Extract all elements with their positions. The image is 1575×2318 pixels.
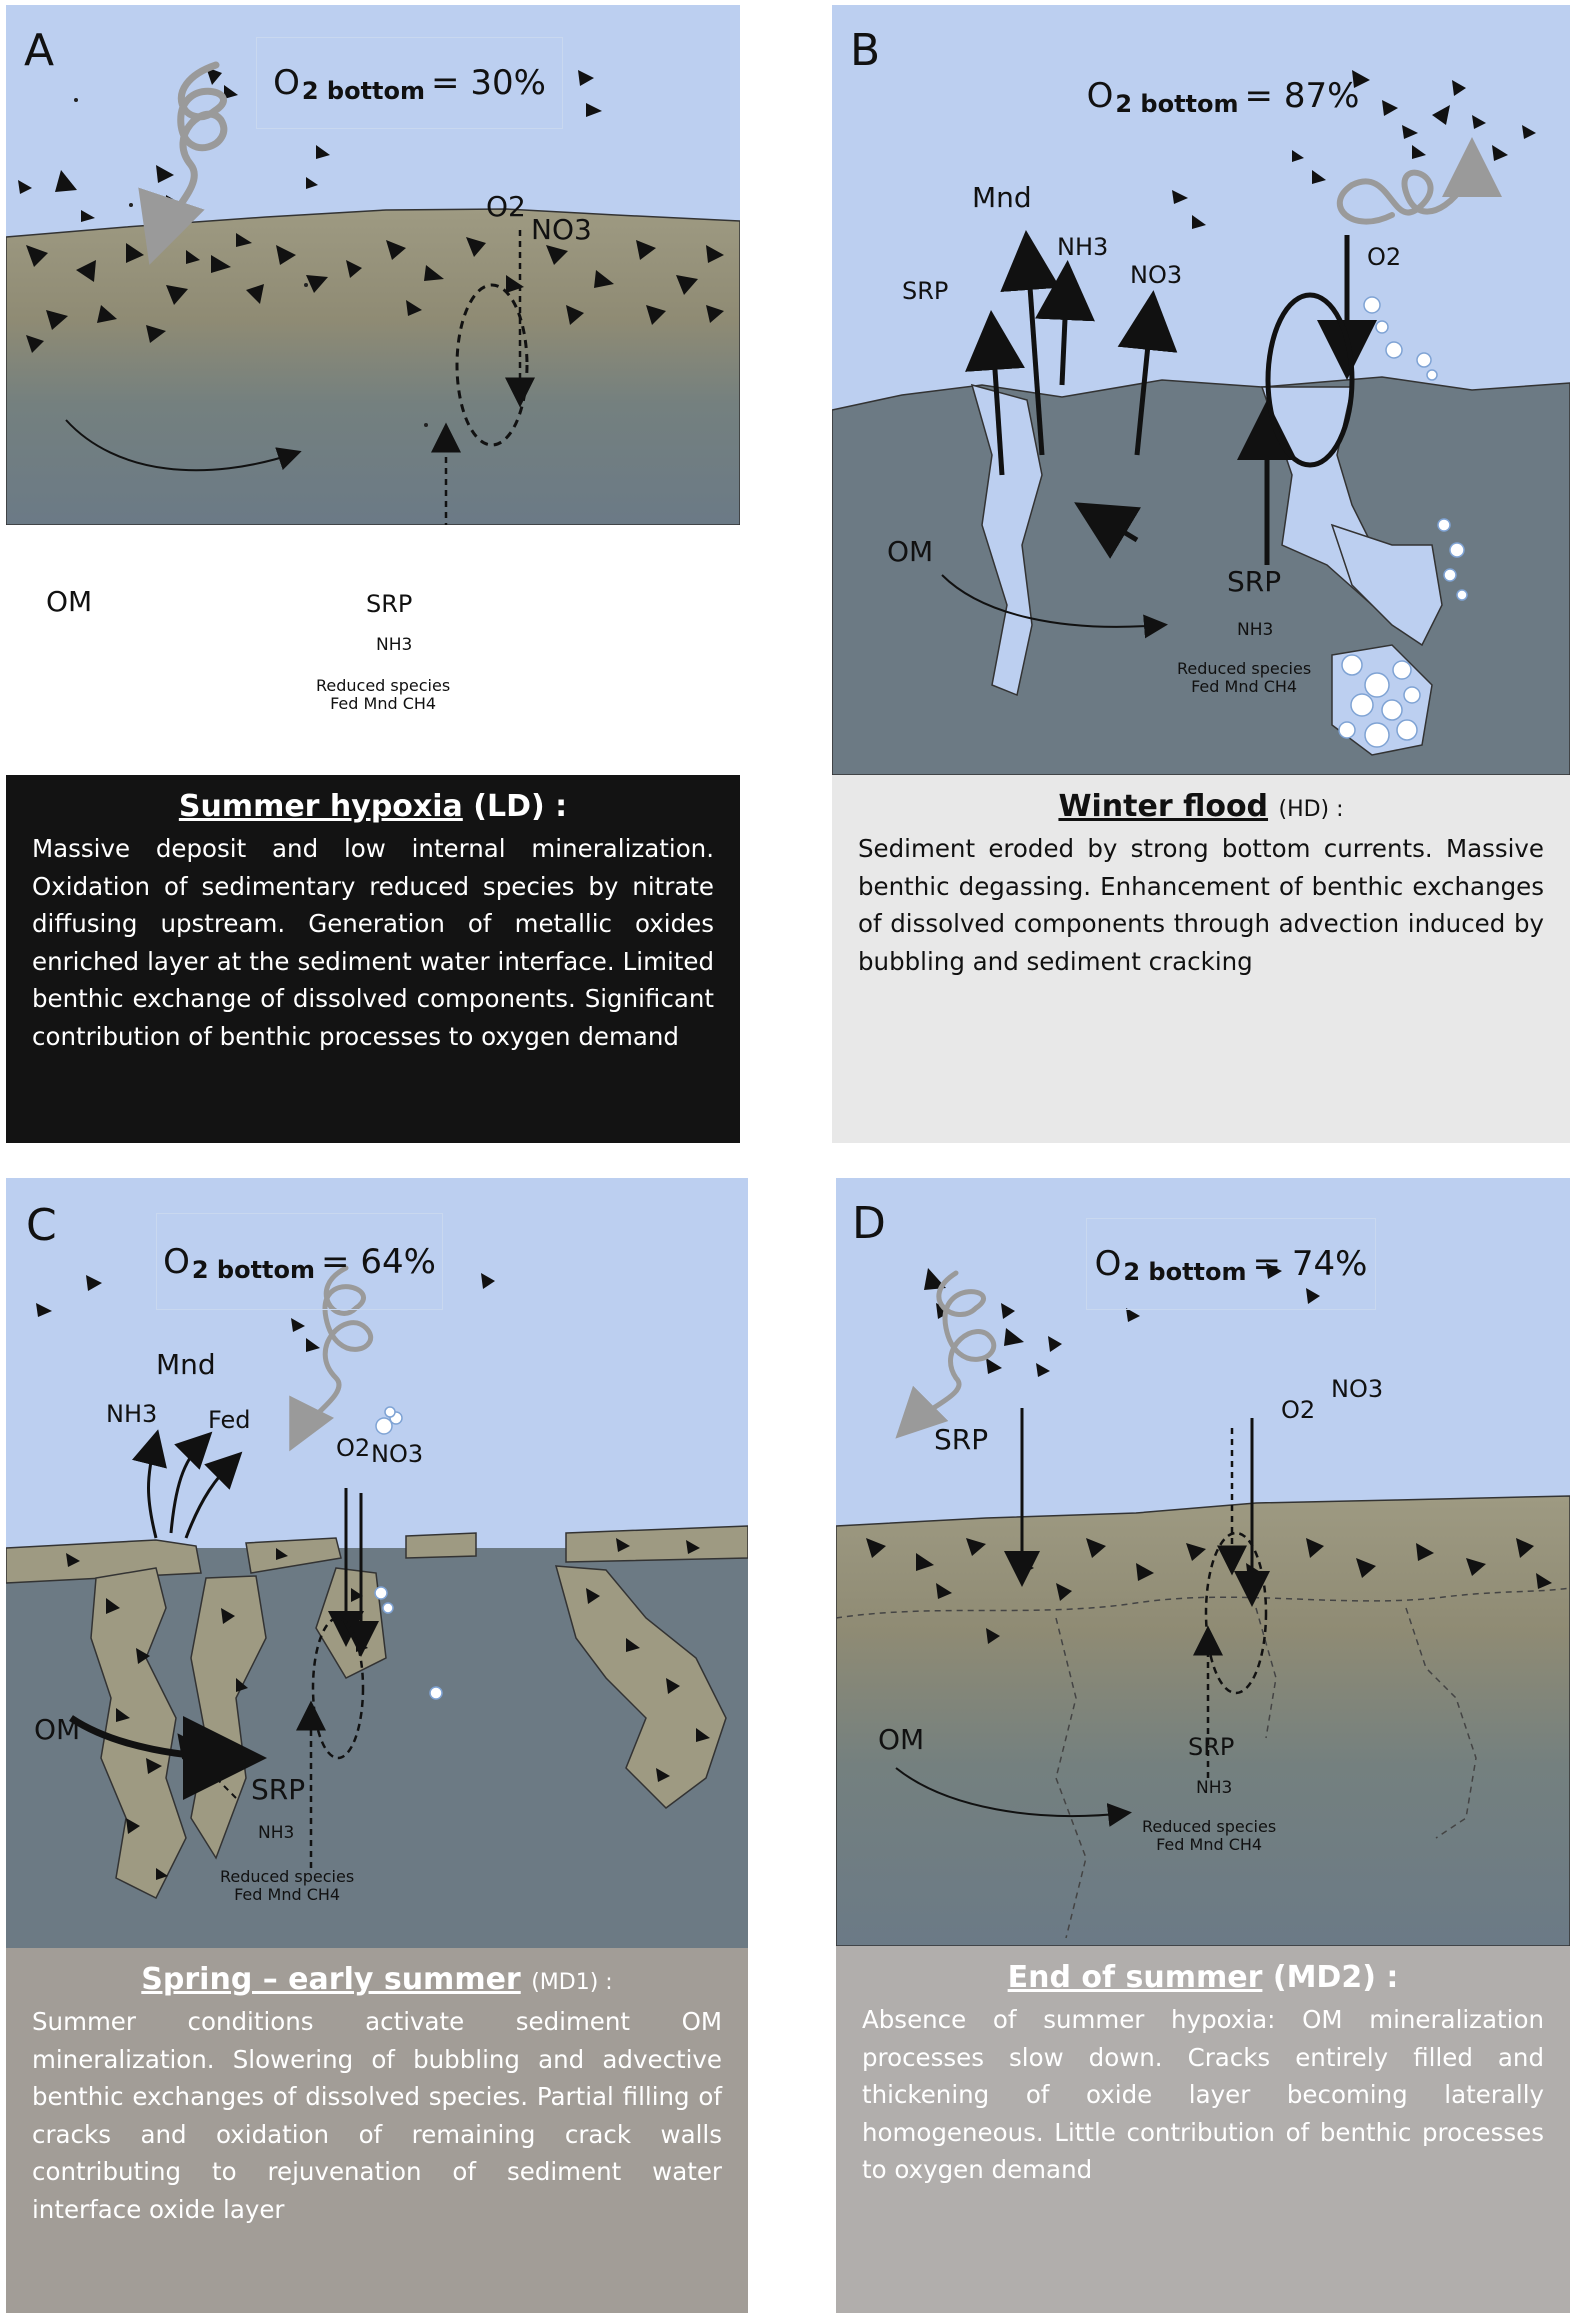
sediment-particles xyxy=(26,233,724,353)
nh3-label-deep: NH3 xyxy=(258,1823,295,1843)
om-label: OM xyxy=(887,535,934,568)
caption-title: Spring – early summer xyxy=(141,1962,521,1997)
no3-label: NO3 xyxy=(371,1440,424,1468)
caption-abbr: (MD1) : xyxy=(531,1970,613,1995)
om-label: OM xyxy=(34,1713,81,1746)
panel-b-illustration xyxy=(832,5,1570,775)
fed-label: Fed xyxy=(208,1406,251,1434)
reduced-species-label: Reduced species Fed Mnd CH4 xyxy=(220,1867,355,1904)
gas-bubbles xyxy=(1338,296,1468,748)
caption-title: End of summer xyxy=(1007,1960,1263,1995)
panel-letter: D xyxy=(852,1198,886,1249)
caption-c: Spring – early summer (MD1) : Summer con… xyxy=(6,1948,748,2313)
o2-label: O2 xyxy=(336,1434,371,1462)
panel-c-illustration xyxy=(6,1178,748,1948)
no3-label: NO3 xyxy=(531,213,592,246)
caption-abbr: (MD2) : xyxy=(1272,1960,1399,1995)
no3-label: NO3 xyxy=(1130,261,1183,289)
caption-abbr: (HD) : xyxy=(1278,797,1344,822)
caption-text: Sediment eroded by strong bottom current… xyxy=(858,834,1544,976)
nh3-label: NH3 xyxy=(1196,1778,1233,1798)
om-label: OM xyxy=(878,1723,925,1756)
panel-a-illustration xyxy=(6,5,740,525)
caption-text: Massive deposit and low internal mineral… xyxy=(32,834,714,1051)
nh3-label: NH3 xyxy=(106,1400,158,1428)
mnd-label: Mnd xyxy=(972,181,1032,214)
o2-label: O2 xyxy=(1281,1396,1316,1424)
panel-letter: C xyxy=(26,1200,57,1251)
caption-title: Winter flood xyxy=(1058,789,1269,824)
srp-label: SRP xyxy=(366,590,413,618)
o2-label: O2 xyxy=(486,190,526,223)
srp-label: SRP xyxy=(1188,1733,1235,1761)
caption-text: Absence of summer hypoxia: OM mineraliza… xyxy=(862,2005,1544,2184)
nh3-label: NH3 xyxy=(376,635,413,655)
srp-label: SRP xyxy=(251,1773,306,1806)
mnd-label: Mnd xyxy=(156,1348,216,1381)
srp-label-deep: SRP xyxy=(1227,565,1282,598)
o2-label: O2 xyxy=(1367,243,1402,271)
caption-abbr: (LD) : xyxy=(473,789,568,824)
no3-label: NO3 xyxy=(1331,1375,1384,1403)
caption-a: Summer hypoxia (LD) : Massive deposit an… xyxy=(6,775,740,1143)
caption-b: Winter flood (HD) : Sediment eroded by s… xyxy=(832,775,1570,1143)
panel-d-illustration xyxy=(836,1178,1570,1946)
nh3-label-deep: NH3 xyxy=(1237,620,1274,640)
panel-letter: A xyxy=(24,25,55,76)
caption-title: Summer hypoxia xyxy=(178,789,463,824)
srp-label-water: SRP xyxy=(934,1423,989,1456)
om-label: OM xyxy=(46,585,93,618)
panel-letter: B xyxy=(850,25,881,76)
caption-d: End of summer (MD2) : Absence of summer … xyxy=(836,1946,1570,2313)
srp-label: SRP xyxy=(902,277,949,305)
reduced-species-label: Reduced species Fed Mnd CH4 xyxy=(316,676,451,713)
reduced-species-label: Reduced species Fed Mnd CH4 xyxy=(1177,659,1312,696)
reduced-species-label: Reduced species Fed Mnd CH4 xyxy=(1142,1817,1277,1854)
caption-text: Summer conditions activate sediment OM m… xyxy=(32,2007,722,2224)
nh3-label: NH3 xyxy=(1057,233,1109,261)
